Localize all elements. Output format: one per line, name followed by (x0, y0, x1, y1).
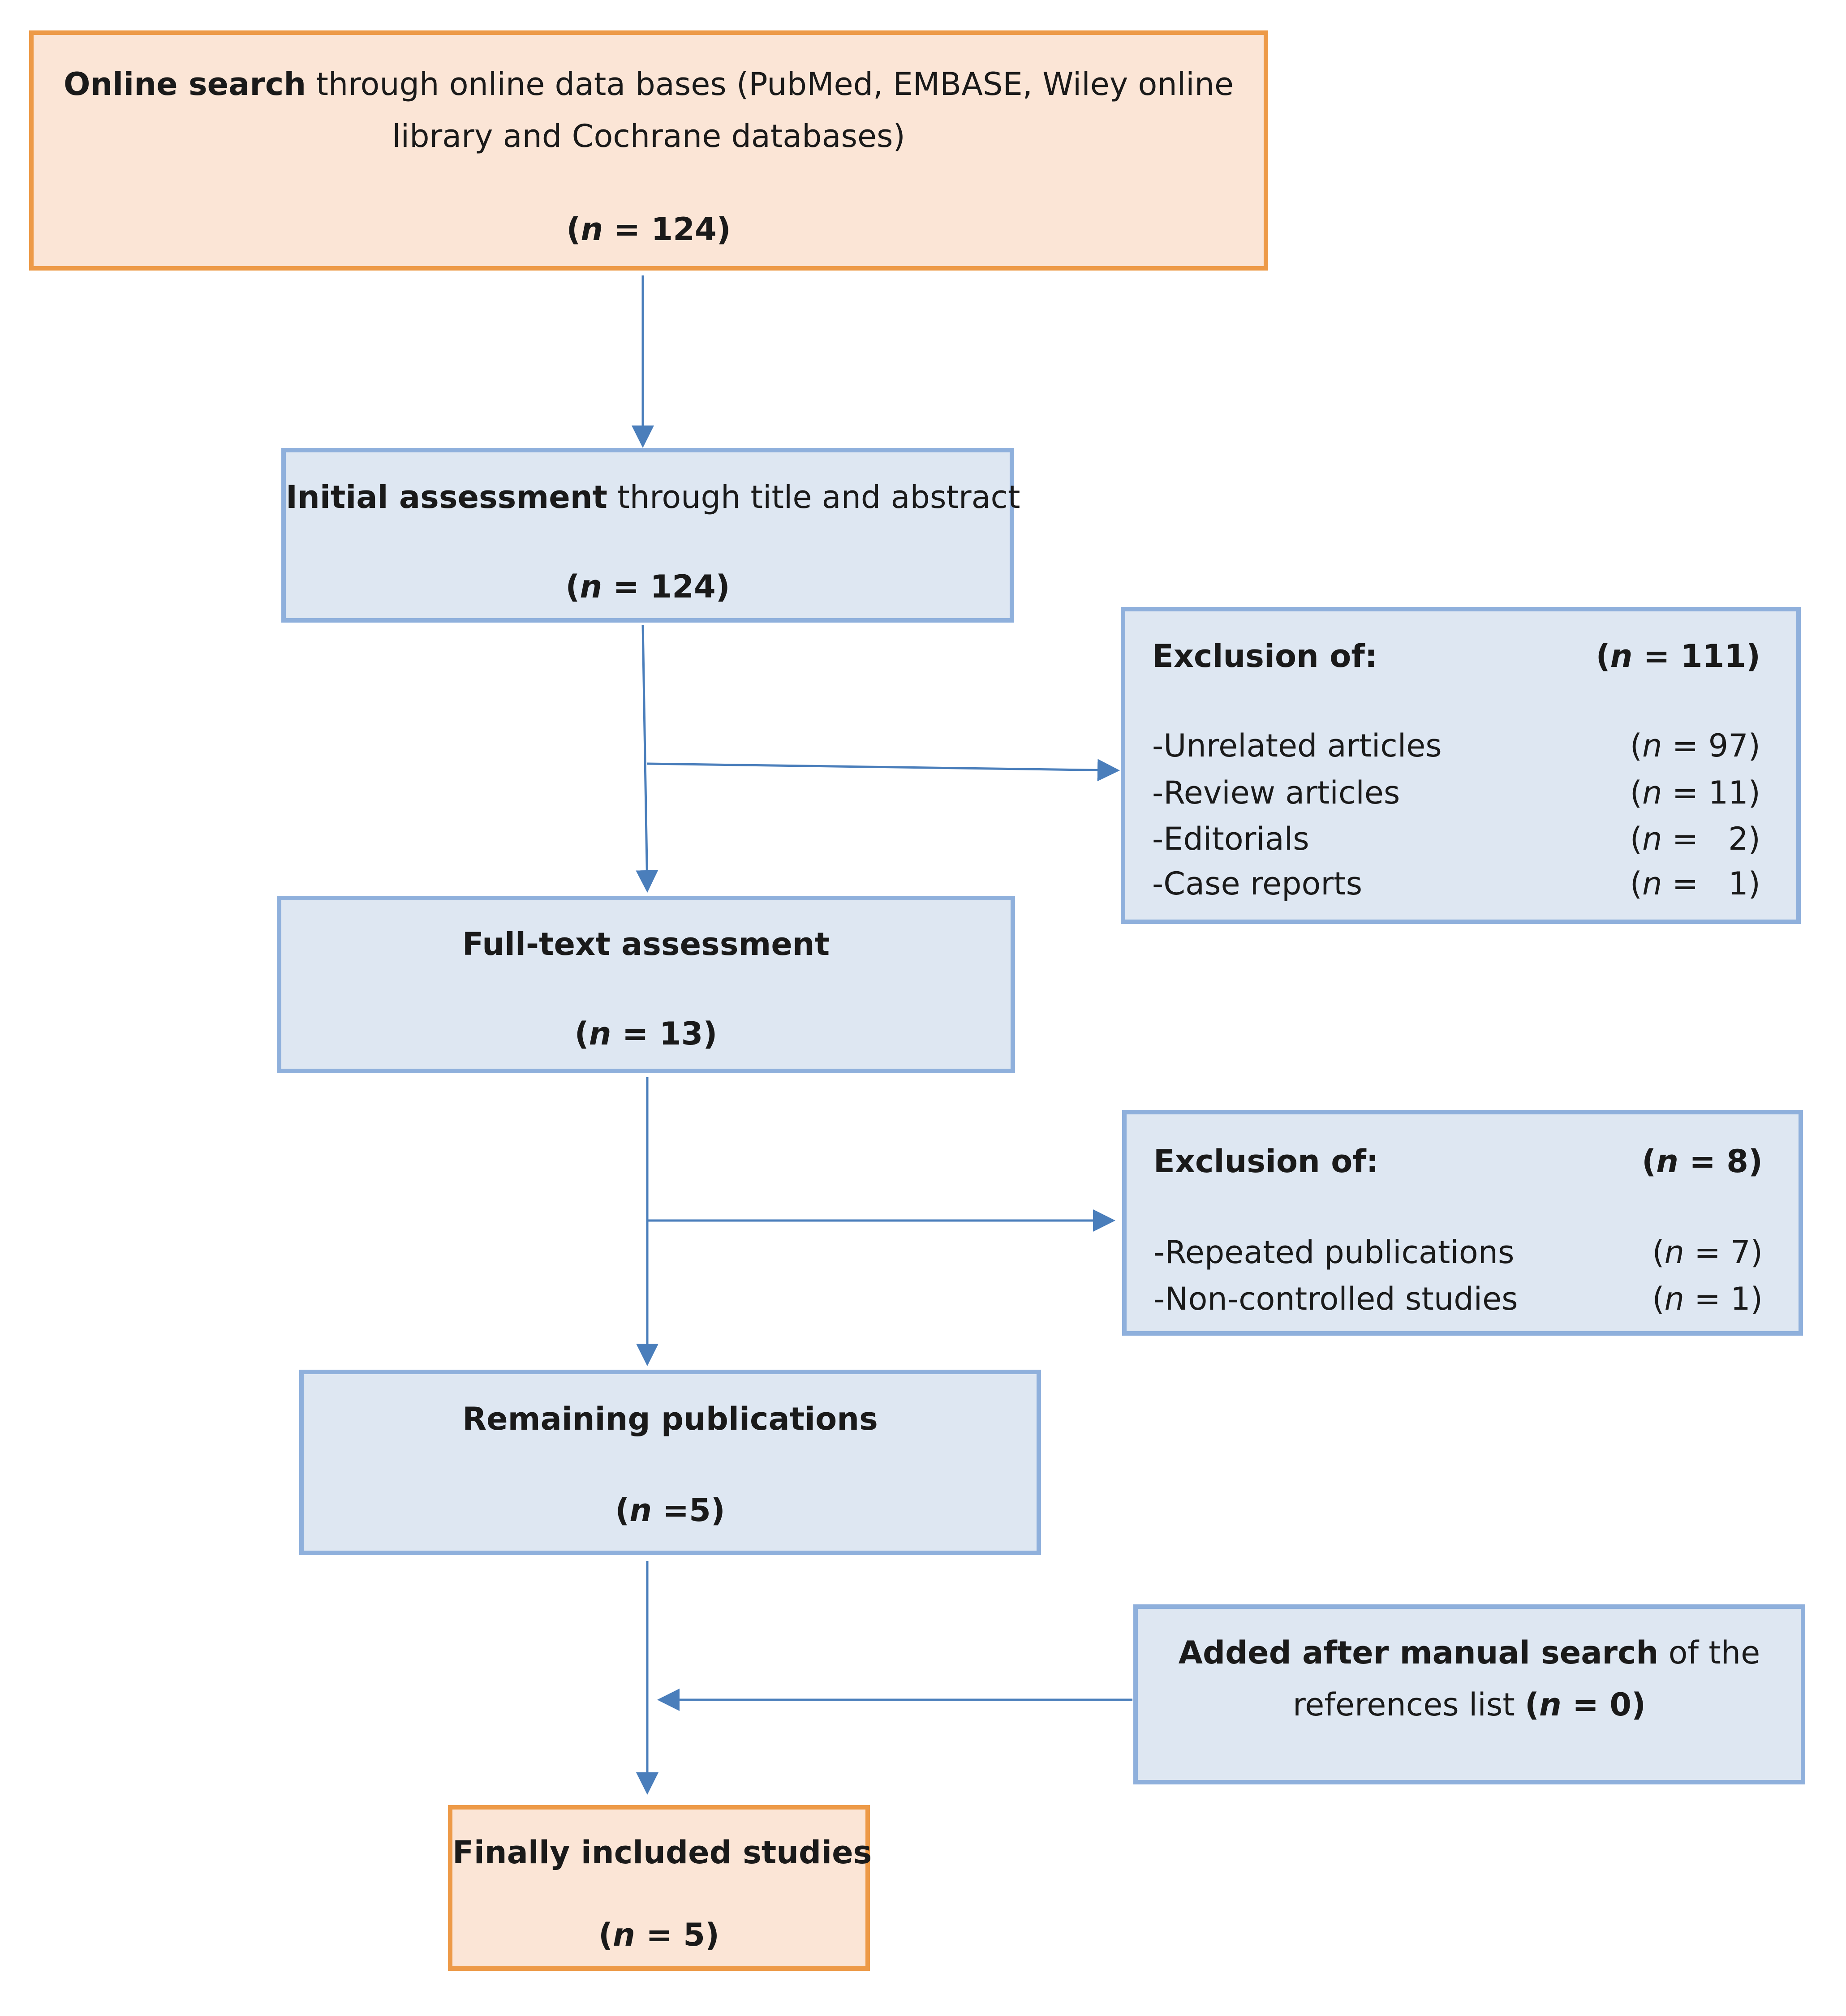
full-text-assessment-box: Full-text assessment (n = 13) (277, 896, 1015, 1073)
exclusion-1-item: -Review articles (n = 11) (1152, 774, 1760, 811)
initial-assessment-bold: Initial assessment (286, 479, 608, 516)
exclusion-1-header: Exclusion of: (n = 111) (1152, 634, 1760, 679)
exclusion-1-item: -Editorials (n = 2) (1152, 821, 1760, 857)
exclusion-2-item: -Repeated publications (n = 7) (1153, 1234, 1763, 1271)
remaining-count: (n =5) (615, 1492, 725, 1529)
exclusion-2-header: Exclusion of: (n = 8) (1153, 1139, 1763, 1184)
online-search-box: Online search through online data bases … (29, 30, 1268, 271)
exclusion-1-item: -Case reports (n = 1) (1152, 865, 1760, 902)
online-search-text2: library and Cochrane databases) (392, 118, 905, 155)
exclusion-2-total: (n = 8) (1642, 1143, 1763, 1180)
arrow-initial-to-fulltext (636, 624, 658, 893)
full-text-title: Full-text assessment (462, 926, 830, 963)
initial-assessment-box: Initial assessment through title and abs… (281, 448, 1020, 623)
initial-assessment-line1: Initial assessment through title and abs… (286, 471, 1020, 523)
exclusion-2-item: -Non-controlled studies (n = 1) (1153, 1281, 1763, 1317)
online-search-text1: through online data bases (PubMed, EMBAS… (306, 66, 1234, 103)
manual-search-count: (n = 0) (1525, 1686, 1646, 1723)
exclusion-1-total: (n = 111) (1596, 638, 1760, 675)
remaining-title: Remaining publications (462, 1401, 878, 1437)
manual-search-line1: Added after manual search of the (1178, 1634, 1760, 1671)
full-text-count: (n = 13) (574, 1015, 718, 1052)
manual-search-line2: references list (n = 0) (1293, 1686, 1646, 1723)
online-search-count: (n = 124) (566, 211, 731, 248)
manual-search-bold: Added after manual search (1178, 1634, 1659, 1671)
exclusion-box-1: Exclusion of: (n = 111) -Unrelated artic… (1121, 607, 1801, 924)
online-search-line1: Online search through online data bases … (34, 58, 1264, 110)
exclusion-1-title: Exclusion of: (1152, 638, 1377, 675)
initial-assessment-text: through title and abstract (607, 479, 1020, 516)
manual-search-box: Added after manual search of the referen… (1133, 1604, 1805, 1784)
arrow-to-exclusion1 (647, 759, 1120, 782)
initial-assessment-count: (n = 124) (565, 568, 730, 605)
final-included-box: Finally included studies (n = 5) (448, 1805, 872, 1971)
exclusion-2-title: Exclusion of: (1153, 1143, 1379, 1180)
final-title: Finally included studies (452, 1834, 872, 1871)
final-count: (n = 5) (598, 1917, 719, 1953)
online-search-line2: library and Cochrane databases) (34, 110, 1264, 162)
remaining-publications-box: Remaining publications (n =5) (299, 1370, 1041, 1555)
exclusion-box-2: Exclusion of: (n = 8) -Repeated publicat… (1122, 1110, 1803, 1336)
online-search-bold: Online search (63, 66, 306, 103)
exclusion-1-item: -Unrelated articles (n = 97) (1152, 727, 1760, 764)
